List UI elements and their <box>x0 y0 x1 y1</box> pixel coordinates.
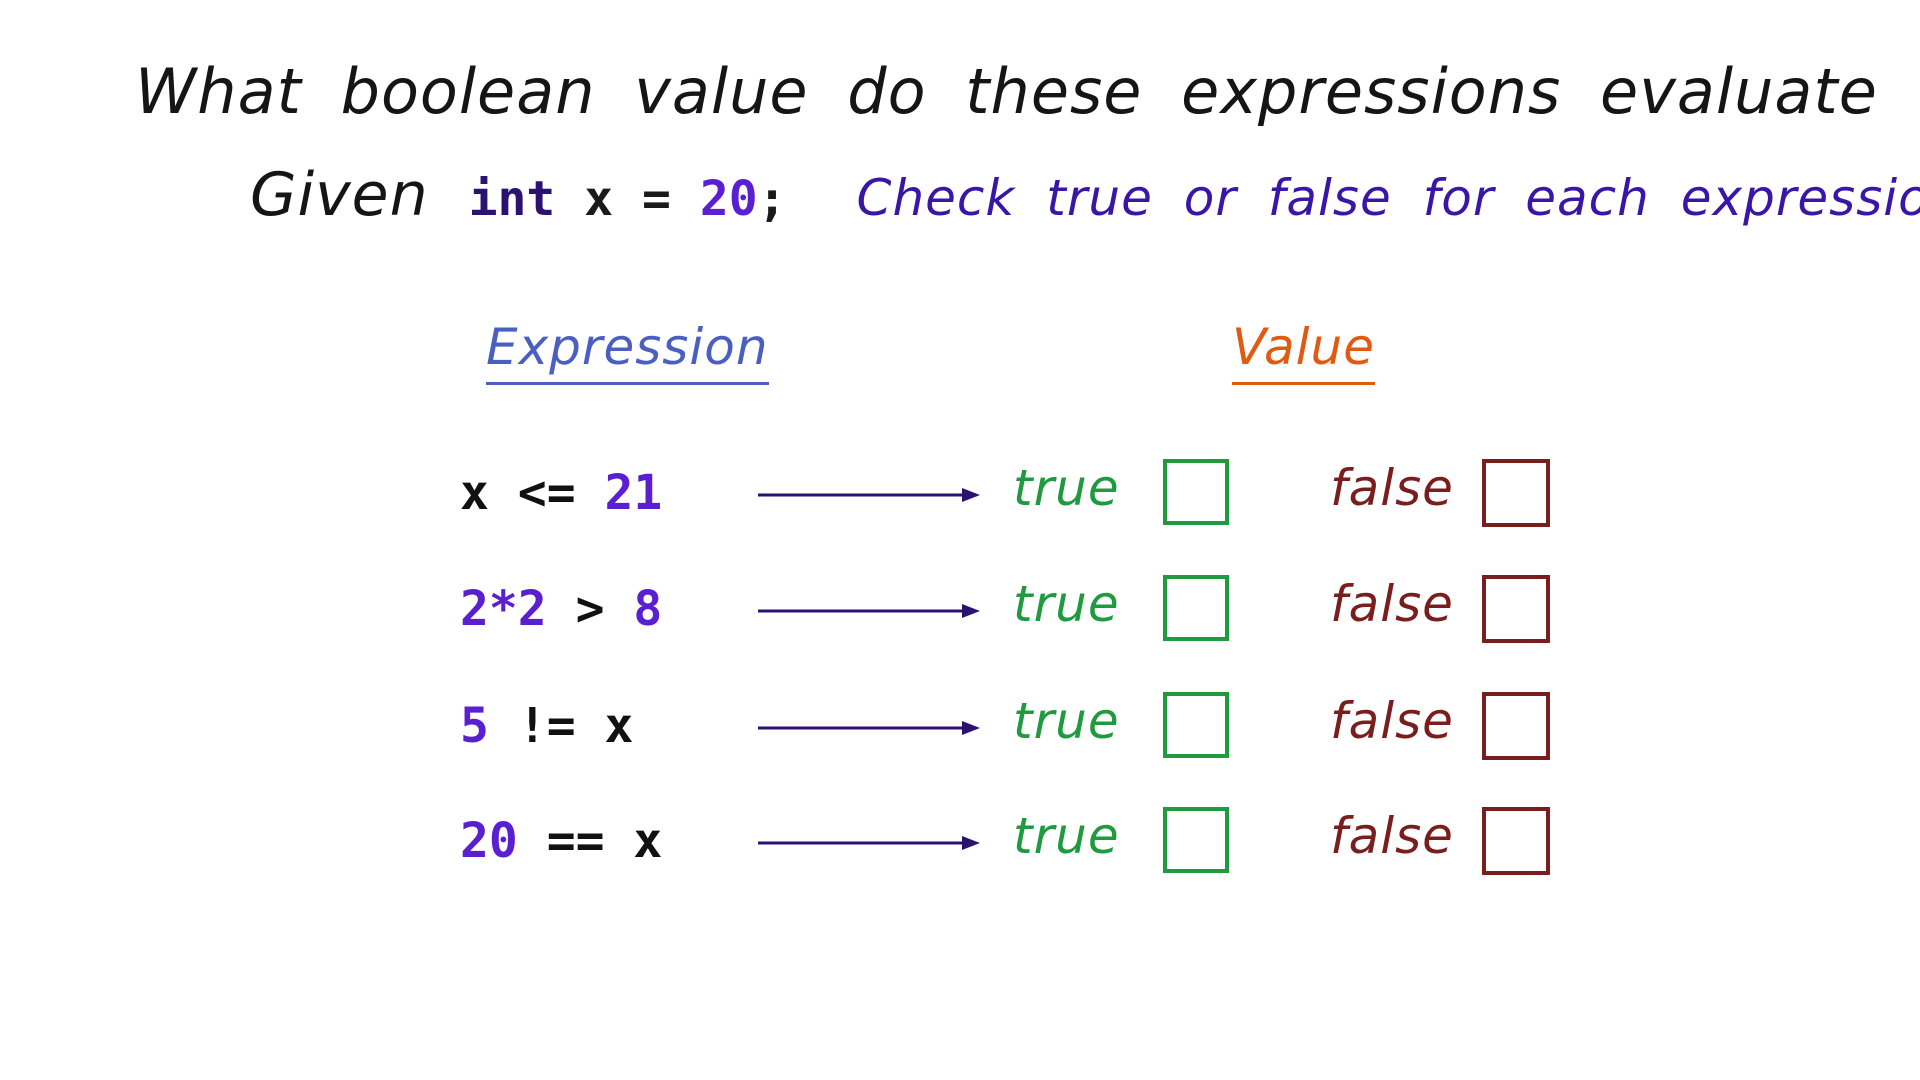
instruction-text: Check true or false for each expression. <box>856 169 1920 227</box>
expression-row: x <= 21 true false <box>0 455 1920 535</box>
expression: 20 == x <box>460 813 662 869</box>
expression-left: x <= <box>460 465 576 521</box>
false-checkbox[interactable] <box>1482 575 1550 643</box>
expression-right: x <box>604 698 634 754</box>
expression: 2*2 > 8 <box>460 581 662 637</box>
true-checkbox[interactable] <box>1163 575 1229 641</box>
declaration-keyword: int <box>468 171 556 227</box>
expression-column-header: Expression <box>486 318 769 385</box>
expression-row: 5 != x true false <box>0 688 1920 768</box>
false-label: false <box>1330 807 1454 865</box>
expression-row: 20 == x true false <box>0 803 1920 883</box>
true-label: true <box>1013 459 1120 517</box>
expression-operator: > <box>575 581 605 637</box>
arrow-right-icon <box>758 721 980 735</box>
arrow-right-icon <box>758 488 980 502</box>
expression-operator: != <box>517 698 576 754</box>
expression-left: 20 <box>460 813 518 869</box>
expression: 5 != x <box>460 698 633 754</box>
false-checkbox[interactable] <box>1482 692 1550 760</box>
true-checkbox[interactable] <box>1163 459 1229 525</box>
arrow-right-icon <box>758 604 980 618</box>
declaration-value: 20 <box>699 171 758 227</box>
variable-declaration: int x = 20; <box>469 171 787 227</box>
expression-right: 21 <box>604 465 663 521</box>
expression-right: 8 <box>633 581 663 637</box>
given-label: Given <box>250 160 429 230</box>
declaration-terminator: ; <box>757 171 787 227</box>
question-heading: What boolean value do these expressions … <box>135 55 1920 128</box>
false-label: false <box>1330 575 1454 633</box>
true-label: true <box>1013 575 1120 633</box>
expression-left: 5 <box>460 698 489 754</box>
true-label: true <box>1013 807 1120 865</box>
true-label: true <box>1013 692 1120 750</box>
declaration-assignment: x = <box>584 171 671 227</box>
expression: x <= 21 <box>460 465 662 521</box>
false-checkbox[interactable] <box>1482 807 1550 875</box>
expression-row: 2*2 > 8 true false <box>0 571 1920 651</box>
false-checkbox[interactable] <box>1482 459 1550 527</box>
false-label: false <box>1330 692 1454 750</box>
value-column-header: Value <box>1232 318 1375 385</box>
expression-operator: == <box>546 813 605 869</box>
expression-left: 2*2 <box>460 581 547 637</box>
arrow-right-icon <box>758 836 980 850</box>
true-checkbox[interactable] <box>1163 692 1229 758</box>
true-checkbox[interactable] <box>1163 807 1229 873</box>
expression-right: x <box>633 813 663 869</box>
false-label: false <box>1330 459 1454 517</box>
given-line: Given int x = 20; Check true or false fo… <box>250 160 1920 240</box>
